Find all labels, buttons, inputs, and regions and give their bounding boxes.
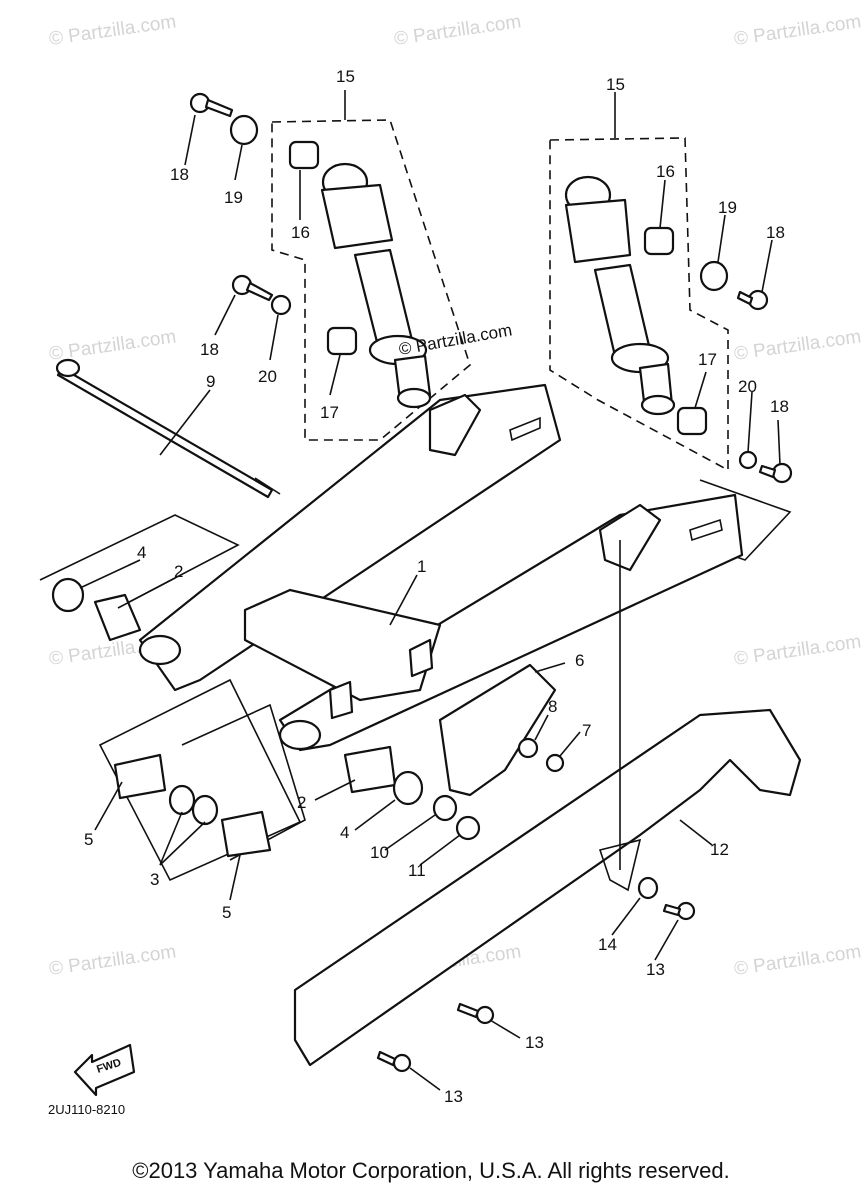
- callout-1: 1: [417, 557, 426, 576]
- drawing-code: 2UJ110-8210: [48, 1102, 125, 1117]
- watermark: © Partzilla.com: [48, 11, 178, 50]
- washer-10: [432, 794, 458, 822]
- bolt-18-top-left: [189, 92, 234, 118]
- callout-9: 9: [206, 372, 215, 391]
- callout-14: 14: [598, 935, 617, 954]
- washer-8: [517, 737, 539, 759]
- screw-7: [545, 753, 565, 773]
- callout-2: 2: [297, 793, 306, 812]
- callout-20: 20: [738, 377, 757, 396]
- callout-16: 16: [291, 223, 310, 242]
- fwd-arrow: FWD: [73, 1043, 136, 1097]
- bolt-18-right-lower: [758, 462, 793, 484]
- washer-19-right: [699, 260, 729, 292]
- callout-3: 3: [150, 870, 159, 889]
- right-shock-group-box: [549, 137, 729, 472]
- shim-3-a: [168, 784, 196, 816]
- right-shock-absorber: [564, 175, 676, 416]
- callout-16: 16: [656, 162, 675, 181]
- bolt-13-mid: [456, 1002, 495, 1025]
- callout-18: 18: [766, 223, 785, 242]
- callout-6: 6: [575, 651, 584, 670]
- bolt-13-right: [662, 901, 696, 921]
- callout-15: 15: [606, 75, 625, 94]
- callout-18: 18: [200, 340, 219, 359]
- bushing-2-upper: [93, 593, 142, 642]
- watermark: © Partzilla.com: [733, 11, 862, 50]
- callout-19: 19: [718, 198, 737, 217]
- washer-20-left: [270, 294, 292, 316]
- callout-4: 4: [137, 543, 146, 562]
- collar-16-left: [288, 140, 320, 170]
- callout-20: 20: [258, 367, 277, 386]
- callout-19: 19: [224, 188, 243, 207]
- collar-17-left: [326, 326, 358, 356]
- washer-20-right: [738, 450, 758, 470]
- callout-13: 13: [444, 1087, 463, 1106]
- callout-11: 11: [408, 861, 426, 880]
- callout-7: 7: [582, 721, 591, 740]
- chain-guide-6: [438, 663, 557, 797]
- watermark: © Partzilla.com: [733, 326, 862, 365]
- callout-18: 18: [170, 165, 189, 184]
- watermark: © Partzilla.com: [48, 941, 178, 980]
- callout-17: 17: [320, 403, 339, 422]
- bushing-5-right: [220, 810, 272, 858]
- center-watermark: © Partzilla.com: [397, 320, 513, 359]
- callout-5: 5: [84, 830, 93, 849]
- bolt-18-mid-left: [231, 274, 274, 302]
- bushing-5-left: [113, 753, 167, 800]
- callout-18: 18: [770, 397, 789, 416]
- callout-15: 15: [336, 67, 355, 86]
- callout-8: 8: [548, 697, 557, 716]
- callout-12: 12: [710, 840, 729, 859]
- callout-2: 2: [174, 562, 183, 581]
- collar-17-right: [676, 406, 708, 436]
- thrust-cover-4-lower: [392, 770, 424, 806]
- bushing-2-lower: [343, 745, 397, 794]
- watermark: © Partzilla.com: [733, 631, 862, 670]
- left-shock-absorber: [320, 162, 432, 409]
- collar-16-right: [643, 226, 675, 256]
- copyright-notice: ©2013 Yamaha Motor Corporation, U.S.A. A…: [132, 1158, 730, 1183]
- bolt-13-bottom: [376, 1050, 412, 1073]
- washer-14: [637, 876, 659, 900]
- callout-13: 13: [646, 960, 665, 979]
- callout-4: 4: [340, 823, 349, 842]
- callout-17: 17: [698, 350, 717, 369]
- thrust-cover-4-upper: [51, 577, 85, 613]
- callout-5: 5: [222, 903, 231, 922]
- swingarm: [138, 383, 744, 752]
- callouts: 15 15 18 19 16 16 19 18 18 20 17 17 20 1…: [84, 67, 789, 1106]
- callout-13: 13: [525, 1033, 544, 1052]
- callout-10: 10: [370, 843, 389, 862]
- watermark: © Partzilla.com: [393, 11, 523, 50]
- chain-case-12: [293, 708, 802, 1067]
- leader-lines: [79, 90, 781, 1091]
- left-shock-group-box: [271, 119, 471, 441]
- bolt-18-right-upper: [736, 289, 769, 311]
- nut-11: [455, 815, 481, 841]
- washer-19-left: [229, 114, 259, 146]
- shim-3-b: [191, 794, 219, 826]
- pivot-shaft: [55, 358, 281, 499]
- watermark: © Partzilla.com: [733, 941, 862, 980]
